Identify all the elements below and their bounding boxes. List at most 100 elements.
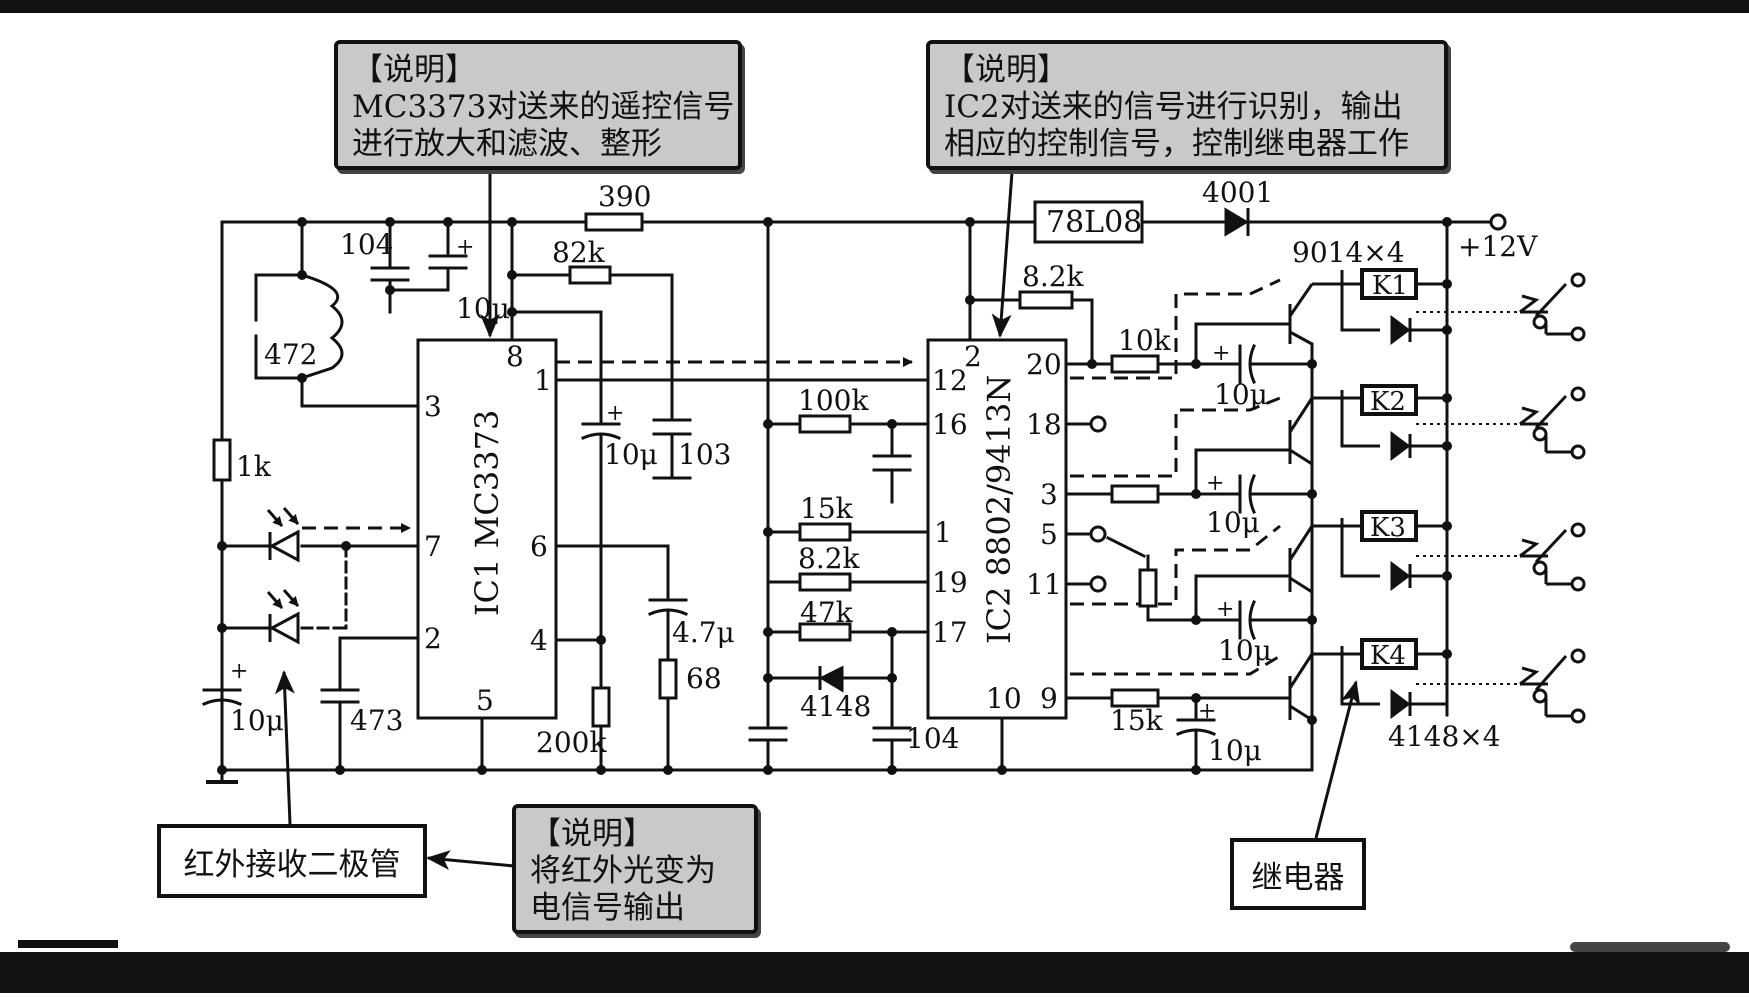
callout-relay: 继电器 (1230, 838, 1366, 910)
label-r8.2k-mid: 8.2k (798, 542, 861, 575)
plus-c10u-r1: + (1212, 341, 1230, 366)
pin11-terminal (1089, 575, 1107, 593)
label-vcc: +12V (1458, 230, 1538, 263)
contact-4 (1519, 648, 1586, 724)
ic1-name: IC1 MC3373 (468, 410, 506, 616)
label-c10u-mid: 10μ (604, 438, 658, 471)
note-ir: 【说明】 将红外光变为 电信号输出 (512, 804, 758, 934)
ic2-pin-18: 18 (1026, 408, 1062, 441)
label-r82k: 82k (552, 236, 606, 269)
callout-ir-diode: 红外接收二极管 (157, 824, 427, 898)
relay-k1 (1340, 268, 1520, 345)
ic2-pin-2: 2 (964, 340, 982, 373)
ic1-pin-3: 3 (424, 390, 442, 423)
vcc-terminal (1489, 213, 1507, 231)
label-c10u-left: 10μ (230, 704, 284, 737)
ic2-pin-12: 12 (932, 364, 968, 397)
ic1-pin-4: 4 (530, 624, 548, 657)
resistor-68 (658, 658, 678, 700)
resistor-8.2k-mid (798, 572, 852, 592)
transistor-3 (1288, 518, 1344, 594)
contact-2 (1519, 386, 1586, 460)
label-c473: 473 (350, 704, 403, 737)
note-ir-line-1: 将红外光变为 (530, 853, 716, 889)
label-r10k: 10k (1118, 324, 1172, 357)
plus-c10u-bot: + (1198, 699, 1216, 724)
resistor-pot (1138, 568, 1158, 608)
note-ic1-line-1: MC3373对送来的遥控信号 (352, 89, 735, 125)
ic2-pin-16: 16 (932, 408, 968, 441)
ic1-pin-6: 6 (530, 530, 548, 563)
label-k1: K1 (1372, 271, 1408, 301)
label-transistors: 9014×4 (1292, 236, 1405, 269)
label-c103: 103 (678, 438, 731, 471)
resistor-15k-bot (1110, 688, 1160, 708)
ir-diode-2 (266, 589, 300, 645)
label-c10u-r1: 10μ (1214, 378, 1268, 411)
pin5-terminal (1089, 525, 1107, 543)
label-k2: K2 (1370, 387, 1406, 417)
top-frame-bar (0, 0, 1749, 13)
label-k4: K4 (1370, 641, 1406, 671)
pin18-terminal (1089, 415, 1107, 433)
note-ic1-line-2: 进行放大和滤波、整形 (352, 126, 662, 162)
note-ir-line-2: 电信号输出 (530, 890, 685, 926)
plus-c10u-r3: + (1216, 597, 1234, 622)
label-r1k: 1k (236, 450, 272, 483)
note-ic2: 【说明】 IC2对送来的信号进行识别，输出 相应的控制信号，控制继电器工作 (926, 40, 1448, 170)
label-c10u-r3: 10μ (1218, 634, 1272, 667)
resistor-82k (568, 265, 612, 285)
resistor-47k (798, 622, 852, 642)
label-reg: 78L08 (1046, 205, 1142, 240)
label-c104-top: 104 (340, 228, 393, 261)
label-c10u-top: 10μ (456, 292, 510, 325)
label-r200k: 200k (536, 726, 607, 759)
plus-c10u-r2: + (1206, 471, 1224, 496)
contact-1 (1519, 272, 1586, 342)
note-ic1: 【说明】 MC3373对送来的遥控信号 进行放大和滤波、整形 (334, 40, 742, 170)
label-c4.7u: 4.7μ (672, 616, 735, 649)
label-r8.2k-top: 8.2k (1022, 260, 1085, 293)
label-r390: 390 (598, 180, 651, 213)
diode-4148 (818, 665, 844, 693)
label-d4148: 4148 (800, 690, 871, 723)
ic1-pin-8: 8 (506, 340, 524, 373)
note-ic2-title: 【说明】 (944, 52, 1068, 88)
resistor-390 (584, 212, 644, 232)
ic1-pin-5: 5 (476, 684, 494, 717)
relay-k4 (1340, 638, 1520, 719)
transistor-2 (1288, 390, 1344, 466)
resistor-1k (212, 438, 232, 482)
contact-3 (1519, 522, 1586, 592)
plus-c10u-mid: + (606, 401, 624, 426)
plus-c10u-left: + (230, 659, 248, 684)
ic2-pin-20: 20 (1026, 348, 1062, 381)
resistor-8.2k-top (1018, 290, 1074, 310)
ic2-pin-5: 5 (1040, 518, 1058, 551)
label-c10u-r2: 10μ (1206, 506, 1260, 539)
ic2-pin-9: 9 (1040, 682, 1058, 715)
label-r47k: 47k (800, 596, 854, 629)
label-d4001: 4001 (1202, 176, 1273, 209)
note-ir-title: 【说明】 (530, 816, 654, 852)
relay-k2 (1340, 384, 1520, 461)
label-c10u-bot: 10μ (1208, 734, 1262, 767)
label-k3: K3 (1370, 513, 1406, 543)
label-diodes: 4148×4 (1388, 720, 1501, 753)
ic2-pin-1: 1 (934, 516, 952, 549)
ic1-pin-2: 2 (424, 622, 442, 655)
transistor-1 (1288, 270, 1344, 346)
resistor-100k (798, 414, 852, 434)
diode-4001 (1224, 207, 1250, 237)
transistor-4 (1288, 646, 1344, 722)
note-ic1-title: 【说明】 (352, 52, 476, 88)
note-ic2-line-1: IC2对送来的信号进行识别，输出 (944, 89, 1403, 125)
ic1-pin-7: 7 (424, 530, 442, 563)
relay-k3 (1340, 510, 1520, 591)
ic2-pin-17: 17 (932, 616, 968, 649)
resistor-r3 (1110, 484, 1160, 504)
ic2-pin-3: 3 (1040, 478, 1058, 511)
label-r68: 68 (686, 662, 722, 695)
ic2-pin-19: 19 (932, 566, 968, 599)
